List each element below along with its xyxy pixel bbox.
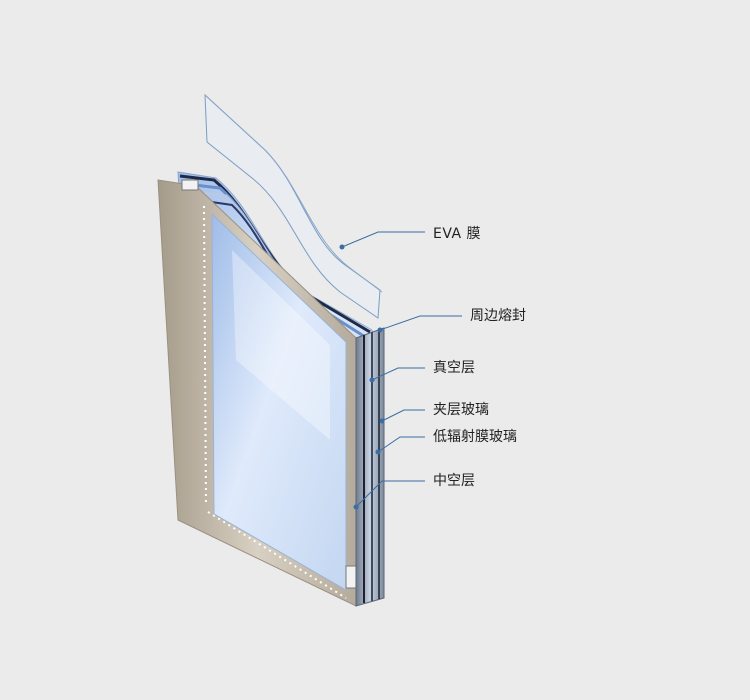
callout-dot-laminated — [379, 418, 385, 424]
callout-dot-edge — [377, 327, 383, 333]
front-glass-pane — [211, 212, 347, 591]
callout-line-lowe — [377, 436, 425, 453]
callout-dot-hollow — [353, 504, 359, 510]
callout-line-vacuum — [371, 367, 425, 381]
callout-dot-vacuum — [369, 377, 375, 383]
corner-block-top — [181, 179, 199, 191]
callout-line-hollow — [355, 480, 425, 508]
callout-line-laminated — [381, 409, 425, 422]
label-low-e-glass: 低辐射膜玻璃 — [433, 429, 517, 445]
eva-film-outline — [204, 94, 383, 293]
label-vacuum-layer: 真空层 — [433, 360, 475, 376]
unit-right-edge — [355, 327, 385, 607]
label-laminated-glass: 夹层玻璃 — [433, 402, 489, 418]
spacer-dots-left — [203, 205, 207, 507]
callout-line-eva — [341, 231, 425, 248]
label-hollow-layer: 中空层 — [433, 473, 475, 489]
glass-reflection — [232, 250, 330, 440]
callout-dot-eva — [339, 244, 345, 250]
label-eva-film: EVA 膜 — [433, 226, 482, 242]
label-edge-seal: 周边熔封 — [470, 308, 526, 324]
callout-dot-lowe — [375, 449, 381, 455]
callout-line-edge — [379, 315, 462, 331]
